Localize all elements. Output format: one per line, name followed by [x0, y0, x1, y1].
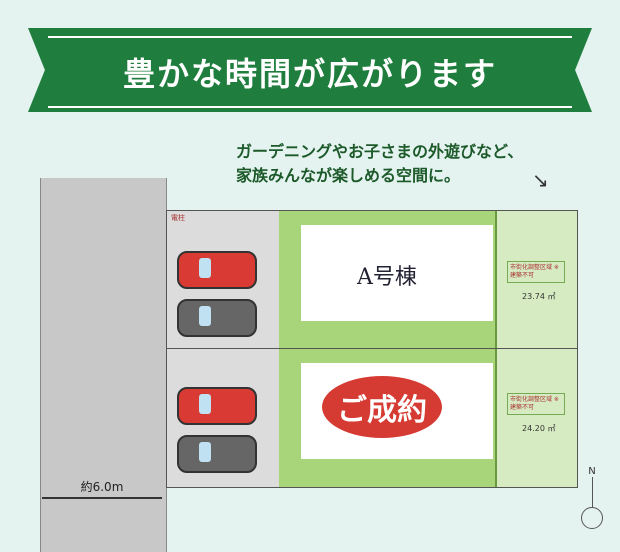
- house-a: [301, 225, 493, 321]
- lot-b-area: 24.20 ㎡: [522, 424, 556, 433]
- title-banner: [28, 28, 592, 112]
- lot-a: A号棟 市街化調整区域 ※建築不可 23.74 ㎡ 電柱: [166, 210, 578, 350]
- banner-title: 豊かな時間が広がります: [48, 36, 572, 108]
- north-label: N: [588, 466, 596, 477]
- car-red: [177, 387, 257, 425]
- car-red: [177, 251, 257, 289]
- lot-a-note: 市街化調整区域 ※建築不可: [507, 261, 565, 283]
- side-yard: [495, 211, 577, 349]
- north-compass-icon: N: [578, 466, 606, 529]
- caption-line-2: 家族みんなが楽しめる空間に。: [236, 166, 461, 185]
- utility-pole-label: 電柱: [171, 214, 185, 222]
- curved-arrow-icon: ↘: [532, 168, 549, 192]
- lot-a-name: A号棟: [357, 265, 417, 290]
- side-yard: [495, 349, 577, 487]
- road: [40, 178, 167, 552]
- car-grey: [177, 435, 257, 473]
- lot-a-area: 23.74 ㎡: [522, 292, 556, 301]
- car-grey: [177, 299, 257, 337]
- lot-b-note: 市街化調整区域 ※建築不可: [507, 393, 565, 415]
- road-width-dimension: 約6.0m: [42, 478, 162, 499]
- caption: ガーデニングやお子さまの外遊びなど、 家族みんなが楽しめる空間に。: [236, 140, 523, 188]
- sold-badge: ご成約: [322, 376, 442, 438]
- road-width-label: 約6.0m: [80, 480, 124, 494]
- caption-line-1: ガーデニングやお子さまの外遊びなど、: [236, 142, 524, 161]
